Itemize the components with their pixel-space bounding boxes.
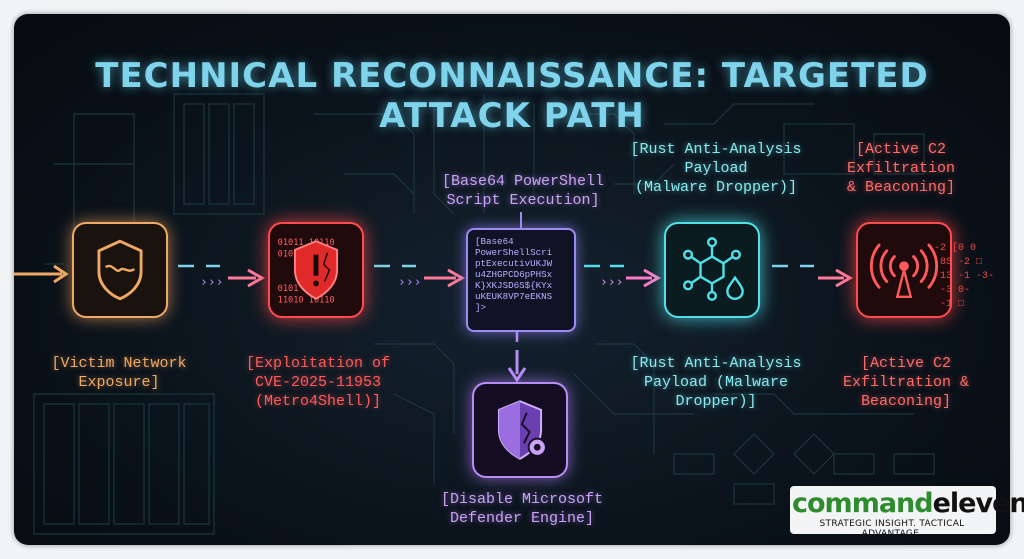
- logo-wordmark: commandeleven: [792, 488, 1024, 519]
- node-powershell-code: [Base64 PowerShellScri ptExecutivUKJW u4…: [466, 228, 576, 332]
- svg-text:0101 101: 0101 101: [278, 284, 319, 294]
- circuit-background: [33, 93, 935, 535]
- svg-text:›››: ›››: [200, 275, 223, 290]
- label-c2-above: [Active C2 Exfiltration & Beaconing]: [846, 141, 956, 196]
- label-exploitation: [Exploitation of CVE-2025-11953 (Metro4S…: [245, 355, 391, 410]
- node-disable-defender: [472, 382, 568, 478]
- node-exploitation: 01011 10110 0101 101 0101 101 11010 1011…: [268, 222, 364, 318]
- arrow-powershell-to-payload: ›››: [584, 264, 662, 290]
- commandeleven-logo: commandeleven STRATEGIC INSIGHT. TACTICA…: [792, 488, 1024, 540]
- arrow-payload-to-c2: [772, 264, 854, 288]
- node-active-c2: [856, 222, 952, 318]
- label-powershell: [Base64 PowerShell Script Execution]: [441, 173, 605, 209]
- label-c2-below: [Active C2 Exfiltration & Beaconing]: [842, 355, 970, 410]
- diagram-title: TECHNICAL RECONNAISSANCE: TARGETED ATTAC…: [95, 56, 929, 136]
- code-line: uKEUK8VP7eEKNS: [475, 291, 553, 302]
- code-line: u4ZHGPCD6pPHSx: [475, 269, 553, 280]
- logo-word-eleven: eleven: [932, 488, 1024, 519]
- code-line: [Base64: [475, 236, 514, 247]
- node-rust-payload: [664, 222, 760, 318]
- molecule-icon: [683, 237, 744, 301]
- svg-text:01011 10110: 01011 10110: [278, 238, 335, 248]
- arrow-exploit-to-powershell: ›››: [374, 264, 466, 290]
- shield-gear-icon: [497, 400, 547, 460]
- code-line: K}XKJSD6S${KYx: [475, 280, 553, 291]
- broadcast-tower-icon: [869, 243, 939, 299]
- shield-icon: [97, 239, 143, 301]
- diagram-canvas: TECHNICAL RECONNAISSANCE: TARGETED ATTAC…: [14, 14, 1010, 545]
- shield-alert-icon: 01011 10110 0101 101 0101 101 11010 1011…: [278, 238, 339, 306]
- exfil-data-bits: -2 [0 0 8S -2 □ 13 -1 -3- -3 0- -1 □: [934, 243, 995, 310]
- arrow-start: [14, 264, 69, 284]
- code-line: ptExecutivUKJW: [475, 258, 553, 269]
- logo-word-command: command: [792, 488, 934, 519]
- svg-text:11010 10110: 11010 10110: [278, 296, 335, 306]
- svg-text:›››: ›››: [398, 275, 421, 290]
- label-disable-defender: [Disable Microsoft Defender Engine]: [440, 491, 604, 527]
- svg-text:›››: ›››: [600, 275, 623, 290]
- label-victim-network: [Victim Network Exposure]: [51, 355, 187, 391]
- arrow-victim-to-exploit: ›››: [178, 264, 266, 290]
- connector-powershell-top: [520, 212, 522, 230]
- label-payload-above: [Rust Anti-Analysis Payload (Malware Dro…: [630, 141, 802, 196]
- code-line: PowerShellScri: [475, 247, 553, 258]
- code-line: ]>: [475, 302, 487, 313]
- label-payload-below: [Rust Anti-Analysis Payload (Malware Dro…: [630, 355, 802, 410]
- node-victim-network: [72, 222, 168, 318]
- logo-background: [790, 486, 996, 534]
- arrow-powershell-to-defender: [507, 330, 527, 383]
- logo-tagline: STRATEGIC INSIGHT. TACTICAL ADVANTAGE.: [819, 519, 965, 539]
